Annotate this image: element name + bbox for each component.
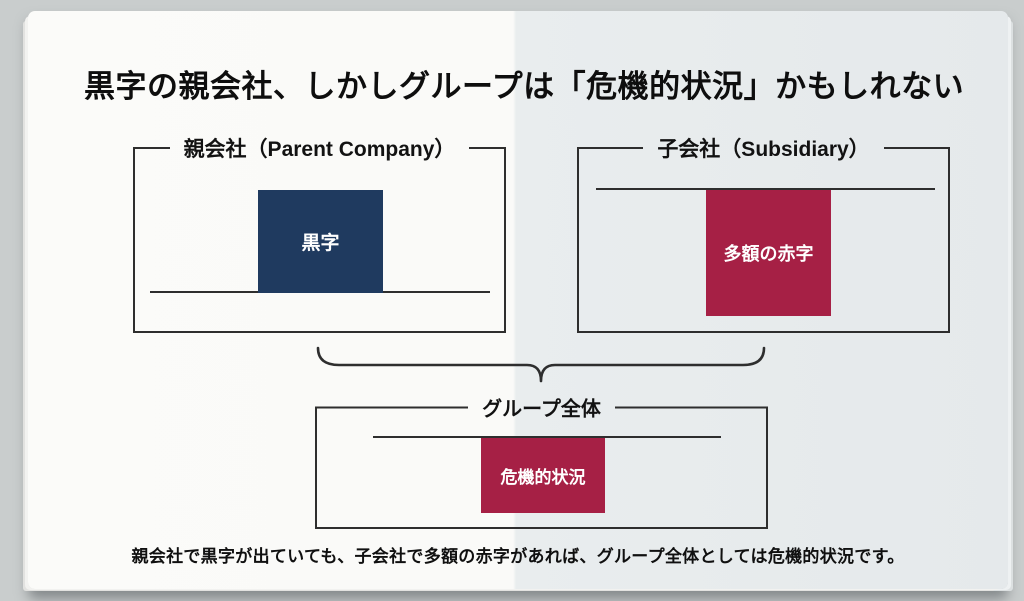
- zero-baseline: [596, 188, 935, 190]
- slide-page: 黒字の親会社、しかしグループは「危機的状況」かもしれない 親会社（Parent …: [28, 11, 1008, 589]
- group-panel-label: グループ全体: [482, 398, 601, 421]
- deficit-box: 多額の赤字: [706, 190, 831, 316]
- profit-box-label: 黒字: [301, 233, 340, 254]
- group-panel-header: グループ全体: [315, 393, 768, 422]
- subsidiary-panel-label: 子会社（Subsidiary）: [657, 138, 870, 161]
- subsidiary-panel: 子会社（Subsidiary） 多額の赤字: [577, 138, 950, 333]
- parent-company-panel: 親会社（Parent Company） 黒字: [133, 138, 506, 333]
- group-total-panel: グループ全体 危機的状況: [315, 399, 768, 529]
- curly-brace-connector: [316, 346, 766, 383]
- subsidiary-panel-header: 子会社（Subsidiary）: [577, 133, 950, 163]
- parent-panel-label: 親会社（Parent Company）: [183, 138, 456, 161]
- deficit-box-label: 多額の赤字: [723, 244, 814, 264]
- profit-box: 黒字: [258, 190, 383, 293]
- slide-caption: 親会社で黒字が出ていても、子会社で多額の赤字があれば、グループ全体としては危機的…: [131, 547, 905, 566]
- zero-baseline: [373, 436, 721, 438]
- parent-panel-header: 親会社（Parent Company）: [133, 133, 506, 163]
- slide-title: 黒字の親会社、しかしグループは「危機的状況」かもしれない: [84, 69, 965, 104]
- crisis-box-label: 危機的状況: [500, 468, 586, 487]
- crisis-box: 危機的状況: [481, 438, 605, 513]
